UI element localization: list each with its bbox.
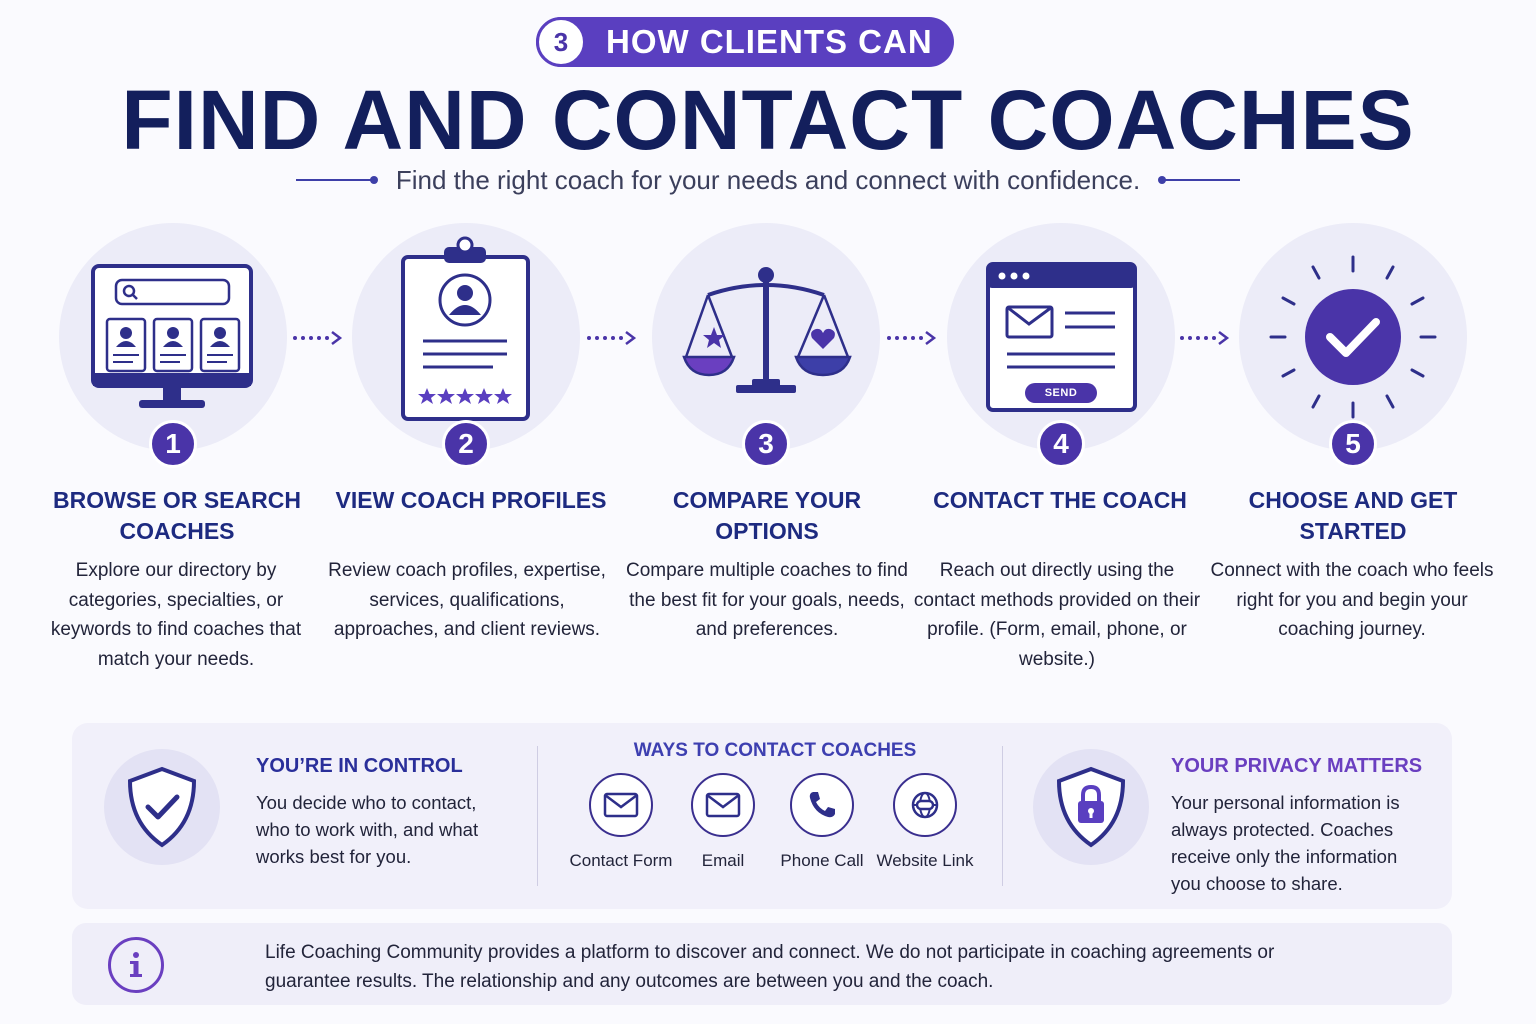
- info-icon: [108, 937, 164, 993]
- section-number: 3: [536, 17, 586, 67]
- page-subtitle: Find the right coach for your needs and …: [395, 164, 1141, 195]
- step-3-number: 3: [742, 420, 790, 468]
- step-1-title: BROWSE OR SEARCH COACHES: [53, 487, 301, 544]
- step-5-description: Connect with the coach who feels right f…: [1210, 560, 1494, 641]
- panel-divider-right: [1002, 746, 1003, 886]
- phone-icon: [809, 792, 835, 818]
- step-3-description: Compare multiple coaches to find the bes…: [626, 560, 908, 641]
- step-5-title: CHOOSE AND GET STARTED: [1248, 487, 1458, 544]
- balance-scale-icon: [682, 267, 852, 393]
- step-1-icon-circle: [59, 223, 287, 451]
- step-5-number: 5: [1329, 420, 1377, 468]
- privacy-title: YOUR PRIVACY MATTERS: [1171, 755, 1423, 777]
- website-icon-circle[interactable]: [893, 773, 957, 837]
- step-4-description: Reach out directly using the contact met…: [913, 560, 1201, 671]
- step-4-title: CONTACT THE COACH: [933, 487, 1187, 513]
- step-2-icon-circle: [352, 223, 580, 451]
- control-icon-circle: [104, 749, 220, 865]
- step-2-title: VIEW COACH PROFILES: [335, 487, 607, 513]
- phone-label: Phone Call: [780, 851, 864, 870]
- subtitle-divider-right: [1158, 176, 1241, 184]
- subtitle-row: Find the right coach for your needs and …: [0, 160, 1536, 200]
- checkmark-burst-icon: [1269, 255, 1437, 419]
- step-3-title: COMPARE YOUR OPTIONS: [672, 487, 862, 544]
- envelope-icon: [705, 792, 741, 818]
- monitor-directory-icon: [91, 264, 253, 408]
- page-title: FIND AND CONTACT COACHES: [121, 73, 1415, 167]
- phone-option[interactable]: Phone Call: [770, 773, 874, 872]
- envelope-icon: [603, 792, 639, 818]
- send-button-label: SEND: [1044, 387, 1078, 399]
- info-panel: [72, 723, 1452, 909]
- panel-divider-left: [537, 746, 538, 886]
- email-icon-circle[interactable]: [691, 773, 755, 837]
- phone-icon-circle[interactable]: [790, 773, 854, 837]
- section-badge: 3 HOW CLIENTS CAN: [536, 17, 954, 67]
- shield-lock-icon: [1056, 766, 1126, 848]
- disclaimer-text: Life Coaching Community provides a platf…: [265, 942, 1275, 992]
- email-label: Email: [701, 851, 745, 870]
- ways-title: WAYS TO CONTACT COACHES: [633, 740, 917, 761]
- step-arrow-3: [887, 331, 937, 345]
- step-arrow-2: [587, 331, 637, 345]
- step-1-number: 1: [149, 420, 197, 468]
- website-label: Website Link: [876, 851, 974, 870]
- privacy-text: Your personal information is always prot…: [1171, 792, 1400, 894]
- disclaimer-box: [72, 923, 1452, 1005]
- step-1-description: Explore our directory by categories, spe…: [50, 560, 302, 671]
- clipboard-profile-icon: [401, 236, 530, 421]
- control-text: You decide who to contact, who to work w…: [256, 792, 479, 867]
- contact-form-label: Contact Form: [569, 851, 673, 870]
- step-arrow-1: [293, 331, 343, 345]
- step-3-icon-circle: [652, 223, 880, 451]
- website-option[interactable]: Website Link: [873, 773, 977, 872]
- shield-check-icon: [127, 766, 197, 848]
- subtitle-divider-left: [295, 176, 378, 184]
- email-option[interactable]: Email: [671, 773, 775, 872]
- contact-form-icon: [986, 262, 1137, 412]
- link-globe-icon: [911, 791, 939, 819]
- step-4-number: 4: [1037, 420, 1085, 468]
- step-arrow-4: [1180, 331, 1230, 345]
- section-label: HOW CLIENTS CAN: [606, 23, 933, 60]
- control-title: YOU’RE IN CONTROL: [256, 755, 463, 777]
- contact-form-option[interactable]: Contact Form: [569, 773, 673, 872]
- step-5-icon-circle: [1239, 223, 1467, 451]
- privacy-icon-circle: [1033, 749, 1149, 865]
- contact-form-icon-circle[interactable]: [589, 773, 653, 837]
- step-2-description: Review coach profiles, expertise, servic…: [328, 560, 606, 641]
- step-4-icon-circle: SEND: [947, 223, 1175, 451]
- step-2-number: 2: [442, 420, 490, 468]
